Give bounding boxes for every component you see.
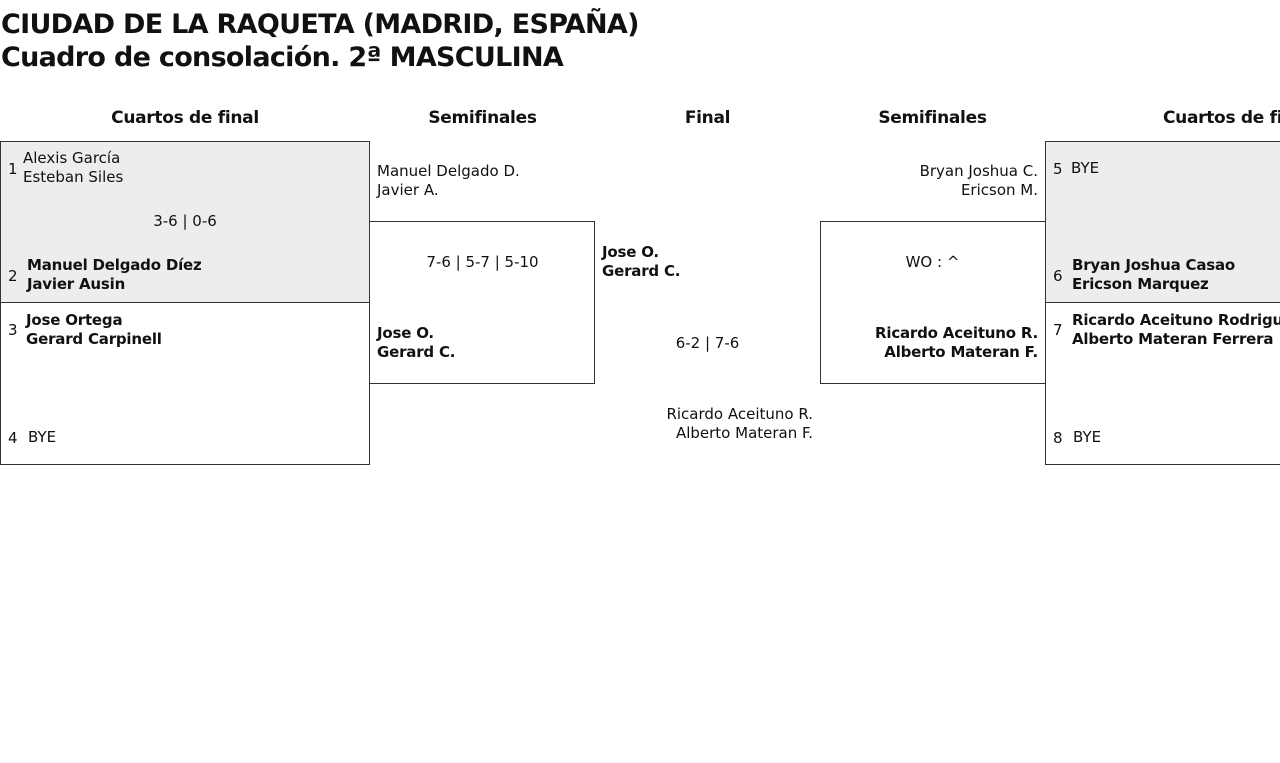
player-name[interactable]: Alberto Materan F.	[675, 424, 813, 442]
player-name-winner[interactable]: Gerard C.	[377, 343, 456, 361]
player-name[interactable]: Ricardo Aceituno R.	[666, 405, 813, 423]
seed-number: 3	[8, 321, 18, 339]
player-name[interactable]: Bryan Joshua C.	[919, 162, 1038, 180]
player-name-winner[interactable]: Jose O.	[602, 243, 659, 261]
player-name-winner[interactable]: Ericson Marquez	[1072, 275, 1209, 293]
player-name-winner[interactable]: Manuel Delgado Díez	[27, 256, 202, 274]
player-name[interactable]: Javier A.	[377, 181, 439, 199]
player-name-winner[interactable]: Jose Ortega	[26, 311, 123, 329]
match-score: WO : ^	[905, 253, 960, 271]
player-name-winner[interactable]: Bryan Joshua Casao	[1072, 256, 1236, 274]
seed-number: 1	[8, 160, 18, 178]
match-right-qf-2[interactable]	[1045, 302, 1280, 465]
player-name-winner[interactable]: Gerard Carpinell	[26, 330, 162, 348]
round-header-left-semifinals: Semifinales	[428, 108, 537, 128]
seed-number: 8	[1053, 429, 1063, 447]
round-header-right-quarterfinals: Cuartos de final	[1163, 108, 1280, 128]
match-left-qf-1[interactable]	[0, 141, 370, 303]
final-score: 6-2 | 7-6	[675, 334, 740, 352]
player-name-winner[interactable]: Ricardo Aceituno R.	[875, 324, 1038, 342]
seed-number: 4	[8, 429, 18, 447]
round-header-left-quarterfinals: Cuartos de final	[111, 108, 259, 128]
match-score: 7-6 | 5-7 | 5-10	[426, 253, 539, 271]
player-name-winner[interactable]: Gerard C.	[602, 262, 681, 280]
player-name-winner[interactable]: Alberto Materan Ferrera	[1072, 330, 1274, 348]
seed-number: 6	[1053, 267, 1063, 285]
player-name[interactable]: Esteban Siles	[23, 168, 124, 186]
player-name-bye: BYE	[28, 428, 57, 446]
round-header-right-semifinals: Semifinales	[878, 108, 987, 128]
player-name-winner[interactable]: Ricardo Aceituno Rodriguez	[1072, 311, 1280, 329]
player-name-winner[interactable]: Jose O.	[377, 324, 434, 342]
player-name-bye: BYE	[1073, 428, 1102, 446]
player-name-winner[interactable]: Javier Ausin	[27, 275, 126, 293]
seed-number: 7	[1053, 321, 1063, 339]
match-left-semifinal[interactable]	[369, 221, 595, 384]
player-name[interactable]: Manuel Delgado D.	[377, 162, 520, 180]
seed-number: 2	[8, 267, 18, 285]
player-name-winner[interactable]: Alberto Materan F.	[884, 343, 1038, 361]
match-right-qf-1[interactable]	[1045, 141, 1280, 303]
player-name-bye: BYE	[1071, 159, 1100, 177]
match-score: 3-6 | 0-6	[153, 212, 217, 230]
seed-number: 5	[1053, 160, 1063, 178]
round-header-final: Final	[684, 108, 731, 128]
tournament-title: CIUDAD DE LA RAQUETA (MADRID, ESPAÑA)	[1, 9, 639, 40]
draw-subtitle: Cuadro de consolación. 2ª MASCULINA	[1, 42, 564, 73]
player-name[interactable]: Ericson M.	[960, 181, 1038, 199]
player-name[interactable]: Alexis García	[23, 149, 121, 167]
